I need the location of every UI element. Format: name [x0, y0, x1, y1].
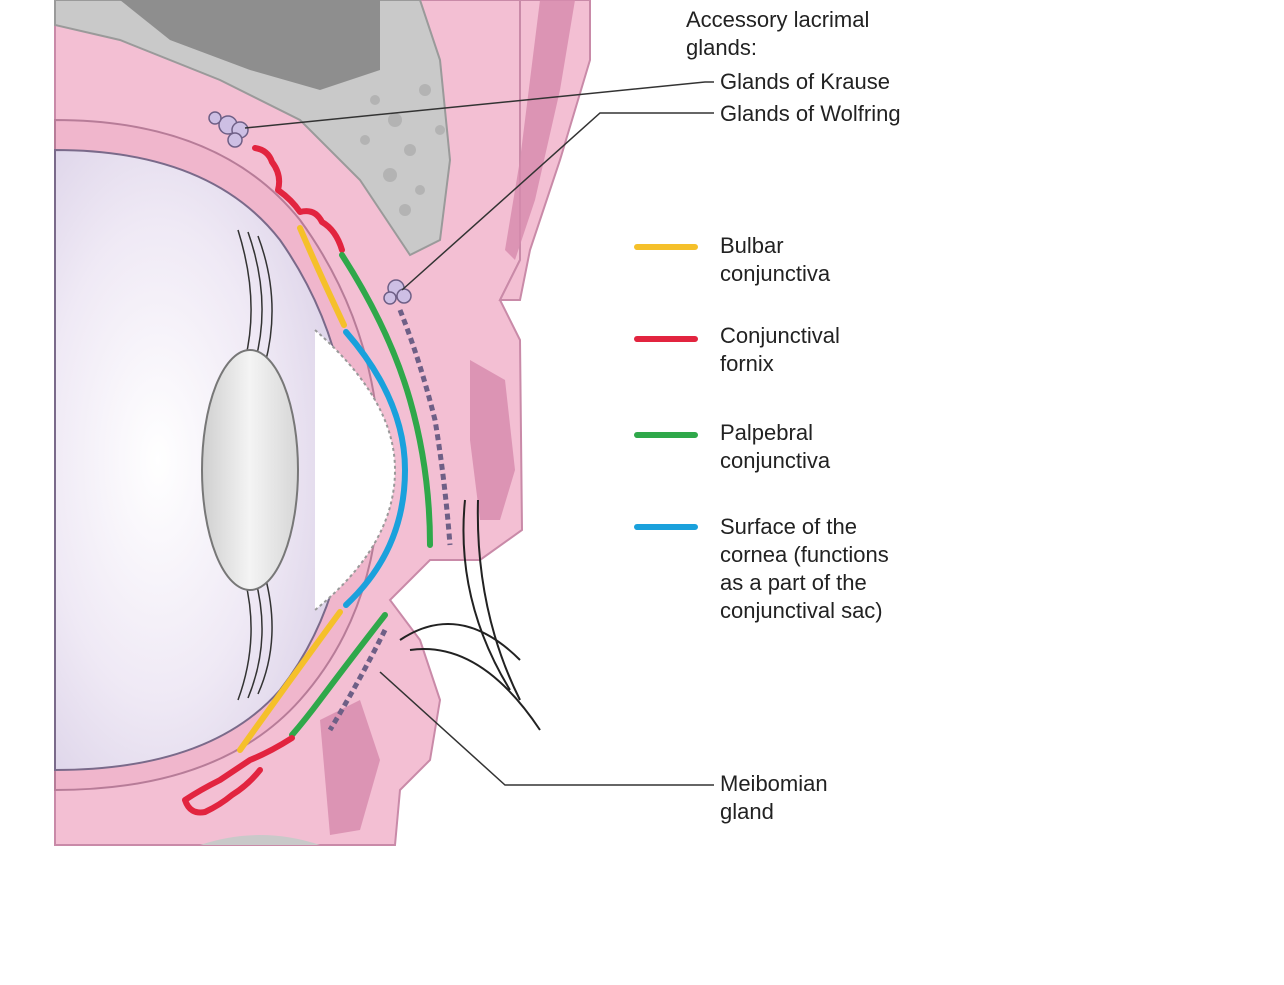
- label-meibomian-gland: Meibomian gland: [720, 771, 828, 824]
- eyelashes: [399, 499, 541, 731]
- label-glands-of-wolfring: Glands of Wolfring: [720, 101, 901, 126]
- legend-swatch-bulbar: [634, 244, 698, 250]
- glands: [208, 111, 453, 732]
- meibomian-gland-icon: [327, 309, 453, 732]
- legend-label-palpebral: Palpebral conjunctiva: [720, 420, 831, 473]
- lens: [201, 349, 299, 591]
- legend-label-cornea: Surface of the cornea (functions as a pa…: [720, 514, 889, 623]
- orbital-bone: [54, 0, 452, 845]
- legend-label-bulbar: Bulbar conjunctiva: [720, 233, 831, 286]
- conjunctiva-lines: [182, 145, 433, 816]
- leader-lines: [244, 81, 714, 786]
- legend-label-fornix: Conjunctival fornix: [720, 323, 840, 376]
- label-glands-of-krause: Glands of Krause: [720, 69, 890, 94]
- cornea: [314, 329, 397, 611]
- legend-swatch-cornea: [634, 524, 698, 530]
- glands-of-krause-icon: [208, 111, 249, 148]
- legend-swatch-palpebral: [634, 432, 698, 438]
- accessory-glands-heading: Accessory lacrimal glands:: [686, 7, 870, 60]
- legend-swatch-fornix: [634, 336, 698, 342]
